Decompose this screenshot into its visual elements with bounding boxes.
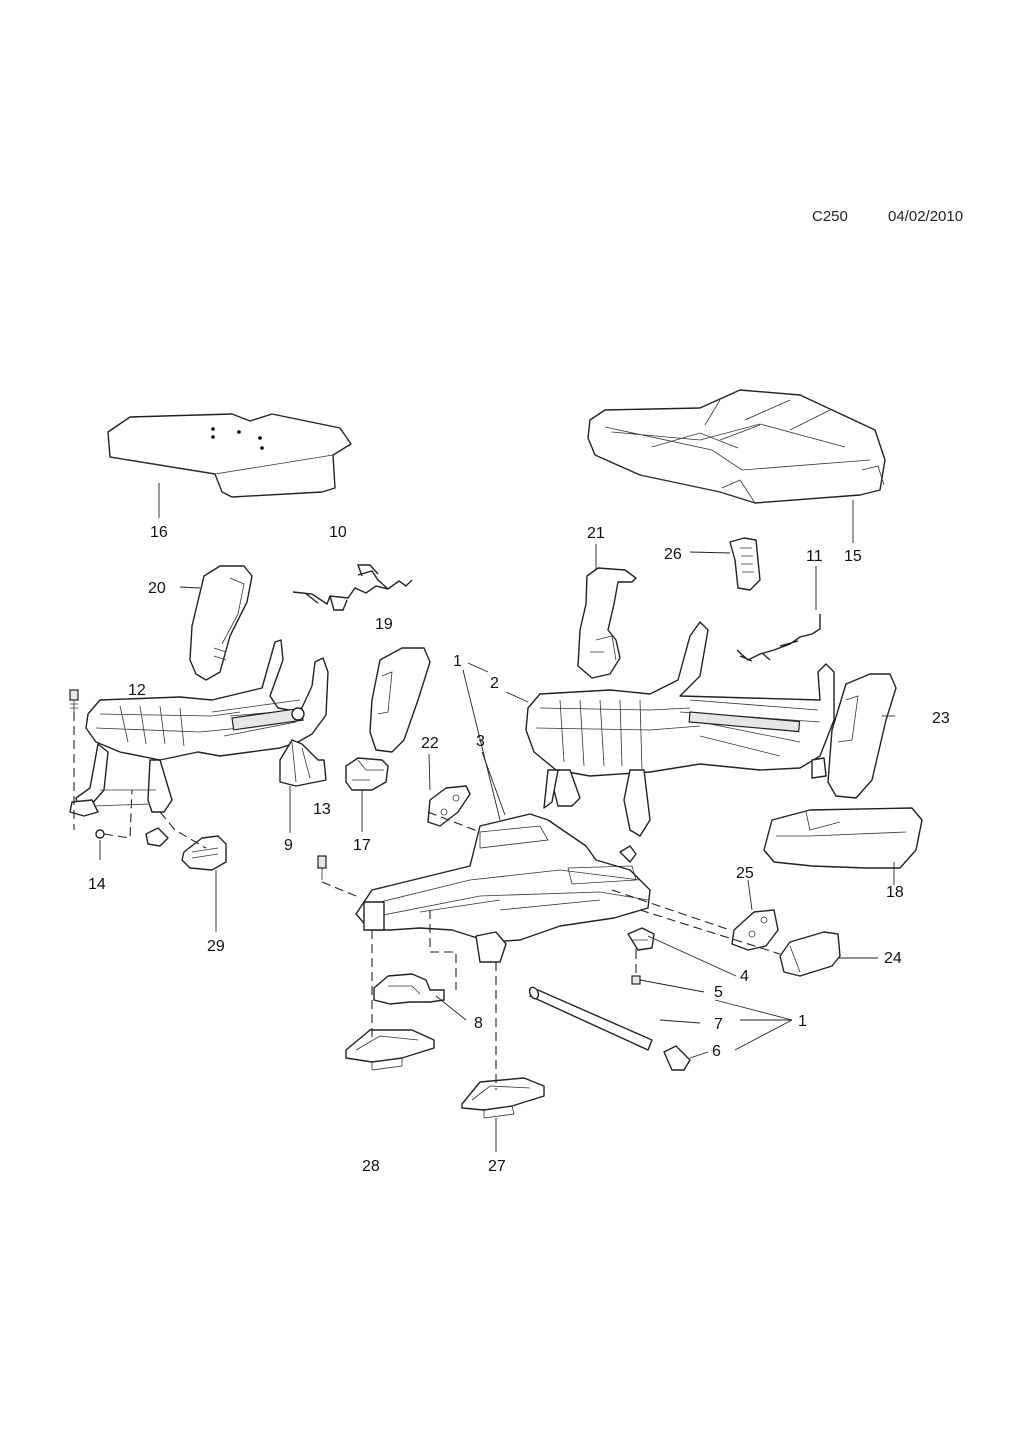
part-7-tube [528,986,653,1051]
callout-11: 11 [806,548,823,565]
callout-3: 3 [476,733,485,750]
callout-26: 26 [664,546,682,563]
callout-21: 21 [587,525,605,542]
part-13-bolt [317,855,327,880]
part-8-latch-piece [373,973,445,1005]
callout-15: 15 [844,548,862,565]
part-27-foot-cover [461,1077,545,1119]
part-29-foot-piece [181,835,227,871]
part-25-bracket [731,909,779,951]
part-15-seat-cushion [587,389,886,504]
part-21-upper-shield [577,567,637,679]
callout-labels: 1 1 2 3 4 5 6 7 8 9 10 11 12 13 14 15 16… [88,524,950,1175]
leader-lines [99,483,895,1152]
part-20-side-shield [189,565,253,681]
part-6-end-plug [663,1045,691,1071]
diagram-date: 04/02/2010 [888,208,964,225]
callout-1a: 1 [453,653,462,670]
part-5-screw [631,975,641,985]
part-28-foot-cover [345,1029,435,1071]
callout-1b: 1 [798,1013,807,1030]
callout-6: 6 [712,1043,721,1060]
part-side-cover-left [369,647,431,753]
callout-7: 7 [714,1016,723,1033]
callout-8: 8 [474,1015,483,1032]
callout-9: 9 [284,837,293,854]
callout-18: 18 [886,884,904,901]
callout-29: 29 [207,938,225,955]
callout-22: 22 [421,735,439,752]
part-4-clip [627,927,655,956]
part-18-outer-trim [763,807,923,869]
callout-4: 4 [740,968,749,985]
part-11-wire-spring [736,614,821,662]
part-bolt-left [69,689,79,712]
part-17-latch [345,757,389,791]
part-16-cushion-pad [107,413,352,498]
callout-28: 28 [362,1158,380,1175]
part-23-side-shield [827,673,897,799]
callout-19: 19 [375,616,393,633]
part-22-plate [427,785,471,827]
assembly-lines [73,712,781,1090]
part-12-left-frame [69,639,329,847]
callout-5: 5 [714,984,723,1001]
part-14-ball [95,829,105,839]
callout-23: 23 [932,710,950,727]
callout-25: 25 [736,865,754,882]
part-24-end-cap [779,931,841,977]
callout-2: 2 [490,675,499,692]
callout-16: 16 [150,524,168,541]
callout-20: 20 [148,580,166,597]
callout-10: 10 [329,524,347,541]
callout-14: 14 [88,876,106,893]
part-19-wire-spring [292,564,413,611]
callout-12: 12 [128,682,146,699]
part-9-hinge-bracket [279,739,327,787]
part-3-seat-track [355,813,651,963]
part-26-bracket [729,537,761,591]
callout-24: 24 [884,950,902,967]
callout-13: 13 [313,801,331,818]
callout-27: 27 [488,1158,506,1175]
part-2-right-frame [525,621,835,837]
callout-17: 17 [353,837,371,854]
diagram-code: C250 [812,208,848,225]
